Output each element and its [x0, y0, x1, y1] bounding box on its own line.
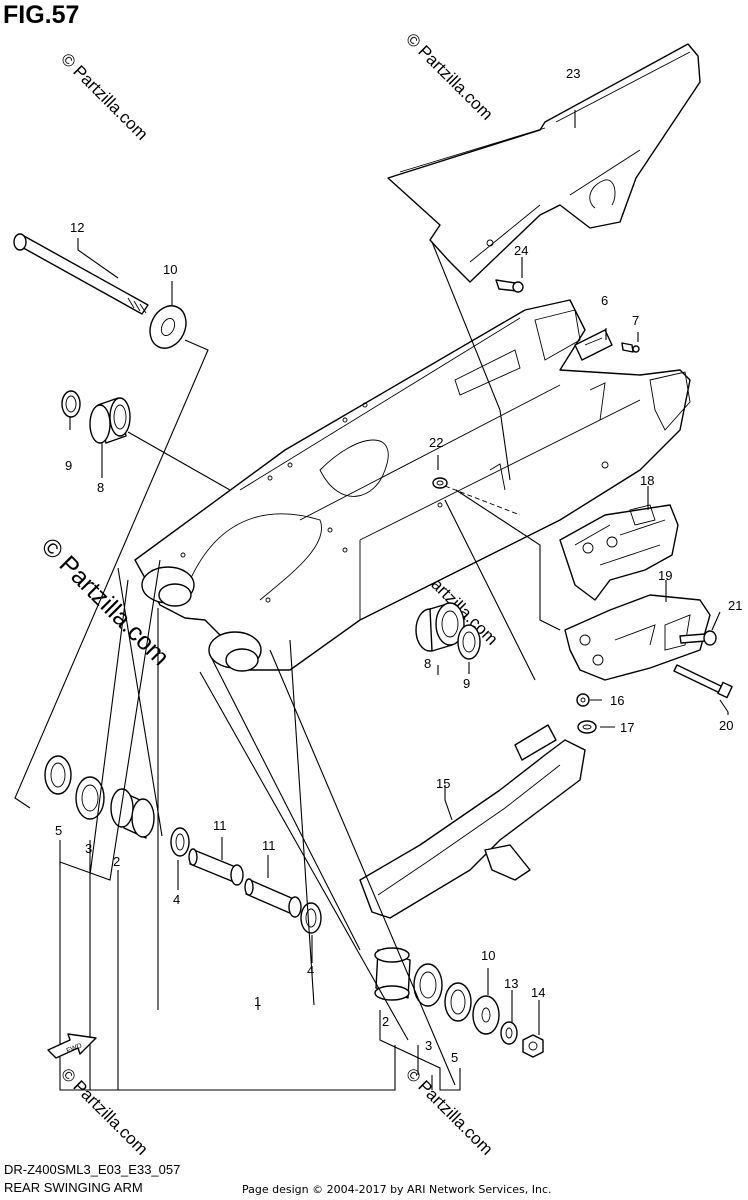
- diagram-caption: REAR SWINGING ARM: [4, 1180, 143, 1195]
- callout-2: 2: [113, 854, 120, 869]
- callout-3: 3: [425, 1038, 432, 1053]
- callout-3: 3: [85, 841, 92, 856]
- bearing-8-part: [89, 397, 131, 444]
- watermark-text: © Partzilla.com: [402, 29, 496, 123]
- callout-10: 10: [481, 948, 495, 963]
- callout-8: 8: [424, 656, 431, 671]
- bearing-8b-part: [415, 602, 465, 652]
- washer-4-part: [170, 827, 190, 857]
- callout-21: 21: [728, 598, 742, 613]
- callout-4: 4: [173, 892, 180, 907]
- washer-17-part: [577, 720, 597, 734]
- copyright-credit: Page design © 2004-2017 by ARI Network S…: [242, 1183, 552, 1196]
- callout-labels: 1 2 2 3 3 4 4 5 5 6 7 8 8 9 9 10 10 11 1…: [55, 66, 742, 1065]
- watermark-text: © Partzilla.com: [57, 49, 151, 143]
- swing-arm-part: [134, 299, 691, 672]
- callout-11: 11: [262, 838, 276, 853]
- callout-19: 19: [658, 568, 672, 583]
- bolt-6-part: [574, 329, 613, 361]
- dust-seal-5-part: [44, 755, 72, 795]
- bearing-2-part: [110, 788, 155, 839]
- callout-23: 23: [566, 66, 580, 81]
- bearing-2b-part: [374, 947, 411, 1001]
- callout-22: 22: [429, 435, 443, 450]
- dust-seal-5b-part: [444, 982, 472, 1022]
- callout-11: 11: [213, 818, 227, 833]
- bolt-7-part: [621, 342, 640, 353]
- callout-9: 9: [463, 676, 470, 691]
- leader-lines: [14, 110, 729, 1091]
- callout-10: 10: [163, 262, 177, 277]
- callout-2: 2: [382, 1014, 389, 1029]
- callout-6: 6: [601, 293, 608, 308]
- callout-24: 24: [514, 243, 528, 258]
- callout-5: 5: [55, 823, 62, 838]
- oil-seal-3-part: [75, 776, 105, 820]
- washer-10b-part: [472, 995, 500, 1035]
- chain-guide-part: [559, 504, 679, 601]
- bolt-20-part: [673, 664, 733, 699]
- chain-guide-plate-part: [564, 594, 711, 681]
- callout-8: 8: [97, 480, 104, 495]
- callout-14: 14: [531, 985, 545, 1000]
- callout-16: 16: [610, 693, 624, 708]
- model-code: DR-Z400SML3_E03_E33_057: [4, 1162, 181, 1177]
- callout-20: 20: [719, 718, 733, 733]
- callout-4: 4: [307, 963, 314, 978]
- figure-label: FIG.57: [3, 1, 80, 29]
- fwd-arrow-icon: FWD: [47, 1033, 97, 1059]
- watermark-text: © Partzilla.com: [57, 1064, 151, 1158]
- nut-14-part: [522, 1034, 544, 1058]
- callout-17: 17: [620, 720, 634, 735]
- washer-22-part: [432, 477, 448, 489]
- washer-4b-part: [300, 902, 322, 934]
- oil-seal-9b-part: [457, 624, 481, 660]
- spacer-11b-part: [244, 878, 302, 918]
- callout-13: 13: [504, 976, 518, 991]
- bolt-24-part: [495, 279, 524, 293]
- callout-7: 7: [632, 313, 639, 328]
- bolt-21-part: [679, 630, 717, 646]
- washer-10-part: [149, 305, 187, 349]
- oil-seal-3b-part: [413, 963, 443, 1007]
- oil-seal-9-part: [61, 390, 81, 418]
- chain-case-part: [387, 43, 701, 283]
- spacer-11-part: [188, 848, 244, 886]
- callout-5: 5: [451, 1050, 458, 1065]
- pivot-shaft-part: [13, 233, 149, 315]
- callout-12: 12: [70, 220, 84, 235]
- chain-buffer-part: [359, 724, 586, 919]
- callout-18: 18: [640, 473, 654, 488]
- bolt-16-part: [576, 693, 590, 707]
- callout-15: 15: [436, 776, 450, 791]
- washer-13-part: [500, 1021, 518, 1045]
- watermark-text: © Partzilla.com: [402, 1064, 496, 1158]
- callout-9: 9: [65, 458, 72, 473]
- callout-1: 1: [254, 994, 261, 1009]
